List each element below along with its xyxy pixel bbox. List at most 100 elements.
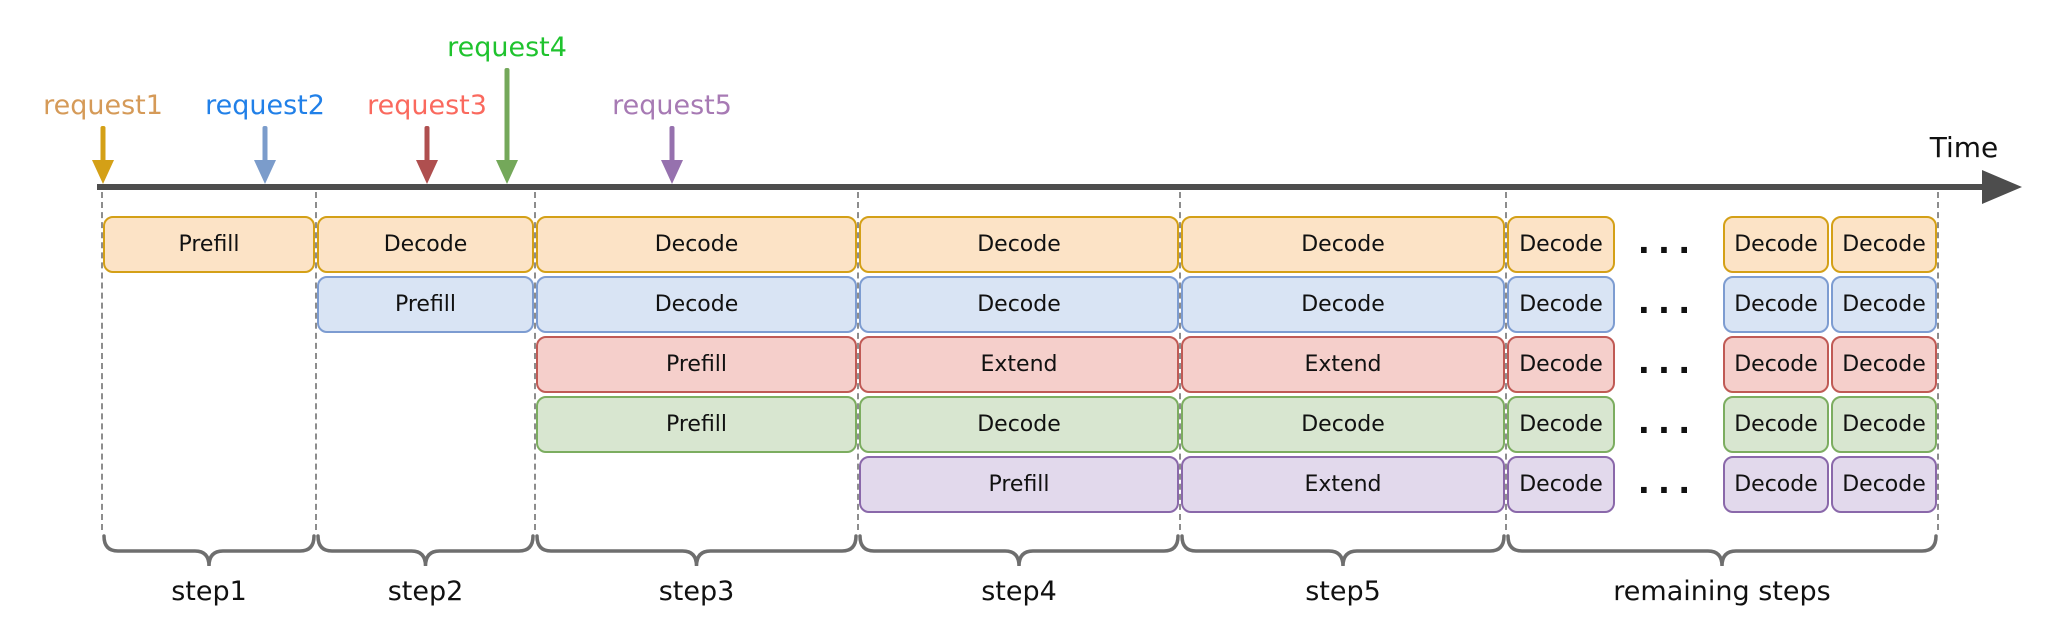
block-label: Decode bbox=[1519, 472, 1603, 497]
block-label: Extend bbox=[1304, 472, 1382, 497]
schedule-block: Decode bbox=[1507, 456, 1615, 513]
schedule-block: Decode bbox=[536, 276, 857, 333]
step-brace bbox=[858, 534, 1180, 567]
block-label: Prefill bbox=[394, 292, 457, 317]
schedule-block: Extend bbox=[1181, 456, 1505, 513]
block-label: Decode bbox=[977, 412, 1061, 437]
schedule-block: Decode bbox=[1831, 216, 1937, 273]
time-axis-arrowhead-icon bbox=[1982, 170, 2022, 204]
request-label: request1 bbox=[43, 90, 163, 121]
row-ellipsis: ... bbox=[1637, 282, 1699, 321]
step-brace bbox=[316, 534, 535, 567]
request-label: request2 bbox=[205, 90, 325, 121]
schedule-block: Prefill bbox=[859, 456, 1179, 513]
block-label: Decode bbox=[1301, 412, 1385, 437]
step-label: remaining steps bbox=[1613, 576, 1831, 607]
step-brace bbox=[102, 534, 316, 567]
schedule-block: Decode bbox=[1723, 336, 1829, 393]
step-brace bbox=[1506, 534, 1938, 567]
schedule-block: Decode bbox=[1723, 216, 1829, 273]
block-label: Decode bbox=[1842, 292, 1926, 317]
schedule-block: Decode bbox=[317, 216, 534, 273]
step-brace bbox=[535, 534, 858, 567]
schedule-block: Prefill bbox=[536, 336, 857, 393]
row-ellipsis: ... bbox=[1637, 222, 1699, 261]
block-label: Decode bbox=[654, 232, 739, 257]
block-label: Decode bbox=[1734, 352, 1818, 377]
schedule-block: Decode bbox=[1723, 276, 1829, 333]
schedule-block: Decode bbox=[1181, 216, 1505, 273]
schedule-block: Decode bbox=[1507, 276, 1615, 333]
schedule-block: Decode bbox=[1507, 216, 1615, 273]
step-boundary-line bbox=[857, 192, 859, 530]
block-label: Decode bbox=[1842, 352, 1926, 377]
schedule-block: Decode bbox=[1181, 276, 1505, 333]
schedule-block: Decode bbox=[1723, 396, 1829, 453]
schedule-block: Decode bbox=[1831, 396, 1937, 453]
step-boundary-line bbox=[315, 192, 317, 530]
schedule-block: Prefill bbox=[536, 396, 857, 453]
schedule-block: Decode bbox=[1181, 396, 1505, 453]
block-label: Decode bbox=[1734, 412, 1818, 437]
schedule-block: Extend bbox=[1181, 336, 1505, 393]
block-label: Extend bbox=[1304, 352, 1382, 377]
block-label: Prefill bbox=[665, 352, 728, 377]
step-label: step1 bbox=[171, 576, 247, 607]
step-boundary-line bbox=[101, 192, 103, 530]
schedule-block: Decode bbox=[859, 216, 1179, 273]
block-label: Decode bbox=[1734, 472, 1818, 497]
request-arrowhead-icon bbox=[416, 160, 438, 184]
request-label: request4 bbox=[447, 32, 567, 63]
request-arrow-shaft bbox=[262, 126, 268, 162]
request-arrow-shaft bbox=[100, 126, 106, 162]
schedule-block: Prefill bbox=[103, 216, 315, 273]
request-arrowhead-icon bbox=[661, 160, 683, 184]
step-label: step2 bbox=[387, 576, 464, 607]
block-label: Decode bbox=[977, 292, 1061, 317]
schedule-block: Prefill bbox=[317, 276, 534, 333]
row-ellipsis: ... bbox=[1637, 462, 1699, 501]
step-boundary-line bbox=[534, 192, 536, 530]
schedule-block: Decode bbox=[1831, 276, 1937, 333]
request-arrowhead-icon bbox=[254, 160, 276, 184]
schedule-block: Decode bbox=[1723, 456, 1829, 513]
schedule-block: Decode bbox=[1831, 336, 1937, 393]
schedule-block: Extend bbox=[859, 336, 1179, 393]
step-label: step3 bbox=[658, 576, 735, 607]
block-label: Decode bbox=[1842, 412, 1926, 437]
block-label: Decode bbox=[1519, 232, 1603, 257]
schedule-block: Decode bbox=[859, 276, 1179, 333]
schedule-block: Decode bbox=[859, 396, 1179, 453]
block-label: Decode bbox=[977, 232, 1061, 257]
request-arrow-shaft bbox=[424, 126, 430, 162]
step-label: step5 bbox=[1305, 576, 1381, 607]
block-label: Prefill bbox=[988, 472, 1050, 497]
step-boundary-line bbox=[1179, 192, 1181, 530]
step-boundary-line bbox=[1937, 192, 1939, 530]
block-label: Extend bbox=[980, 352, 1058, 377]
row-ellipsis: ... bbox=[1637, 402, 1699, 441]
time-axis-label: Time bbox=[1929, 131, 1999, 164]
request-arrowhead-icon bbox=[496, 160, 518, 184]
block-label: Decode bbox=[1842, 472, 1926, 497]
request-arrowhead-icon bbox=[92, 160, 114, 184]
block-label: Prefill bbox=[178, 232, 240, 257]
schedule-block: Decode bbox=[536, 216, 857, 273]
schedule-block: Decode bbox=[1831, 456, 1937, 513]
block-label: Decode bbox=[1301, 292, 1385, 317]
block-label: Prefill bbox=[665, 412, 728, 437]
block-label: Decode bbox=[1734, 292, 1818, 317]
schedule-block: Decode bbox=[1507, 396, 1615, 453]
block-label: Decode bbox=[1842, 232, 1926, 257]
step-boundary-line bbox=[1505, 192, 1507, 530]
block-label: Decode bbox=[654, 292, 739, 317]
time-axis-line bbox=[97, 184, 1985, 190]
request-arrow-shaft bbox=[504, 68, 510, 162]
block-label: Decode bbox=[1519, 352, 1603, 377]
schedule-block: Decode bbox=[1507, 336, 1615, 393]
block-label: Decode bbox=[1301, 232, 1385, 257]
request-label: request5 bbox=[612, 90, 732, 121]
row-ellipsis: ... bbox=[1637, 342, 1699, 381]
